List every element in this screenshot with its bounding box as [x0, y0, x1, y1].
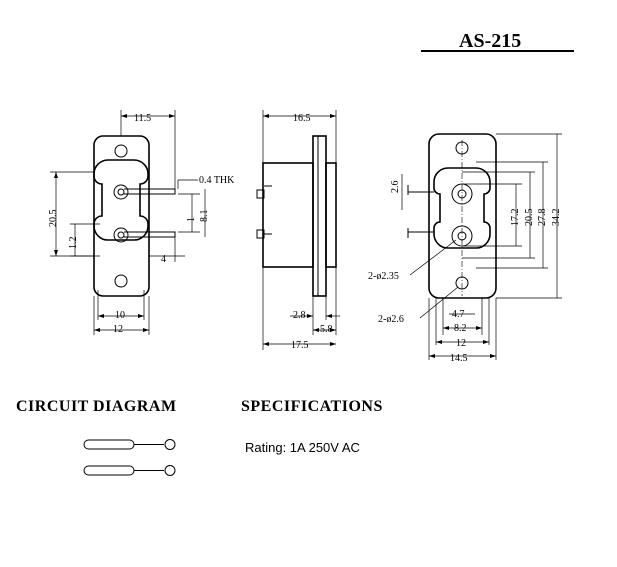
circuit-diagram	[83, 439, 176, 476]
model-underline	[421, 50, 574, 52]
circuit-contact-1	[164, 439, 176, 450]
front-pin-bottom	[113, 227, 129, 243]
circuit-diagram-heading: CIRCUIT DIAGRAM	[16, 398, 177, 415]
dim-rear-hole-a: 2-ø2.35	[368, 271, 399, 282]
front-flange-outline	[93, 135, 150, 297]
side-rear-boss	[325, 162, 337, 268]
dim-rear-w4: 14.5	[450, 353, 468, 364]
dim-side-top: 16.5	[293, 113, 311, 124]
dim-front-pin-span: 8.1	[199, 210, 210, 223]
rear-flange-outline	[428, 133, 497, 299]
side-flange	[312, 135, 327, 297]
dim-rear-hole-b: 2-ø2.6	[378, 314, 404, 325]
dim-side-flange: 2.8	[293, 310, 306, 321]
dim-front-bottom-inner: 10	[115, 310, 125, 321]
dim-rear-w3: 12	[456, 338, 466, 349]
side-body	[262, 162, 314, 268]
front-pin-top	[113, 184, 129, 200]
dim-front-inner: 1.2	[68, 237, 79, 250]
dim-rear-w2: 8.2	[454, 323, 467, 334]
front-socket-cavity	[93, 159, 149, 241]
front-terminal-bottom	[124, 231, 176, 238]
front-mount-hole-bottom	[114, 274, 128, 288]
dim-rear-h3: 27.8	[537, 209, 548, 227]
dim-front-height: 20.5	[48, 210, 59, 228]
rear-view: 2.6 17.2 20.5 27.8 34.2 2-ø2.35 2-ø2.6	[368, 133, 562, 364]
side-view: 16.5 2.8 5.8 17.5	[256, 110, 340, 351]
front-terminal-top	[124, 188, 176, 195]
front-view: 11.5 0.4 THK 20.5 1.2 1 8.1	[48, 110, 235, 335]
rating-text: Rating: 1A 250V AC	[245, 440, 360, 455]
dim-rear-pin-offset: 2.6	[390, 181, 401, 194]
dim-front-bottom-outer: 12	[113, 324, 123, 335]
circuit-contact-2	[164, 465, 176, 476]
dim-front-pin-gap: 1	[186, 217, 197, 222]
dim-rear-w1: 4.7	[452, 309, 465, 320]
dim-side-body: 5.8	[320, 324, 333, 335]
model-number: AS-215	[459, 30, 522, 52]
side-pin-top	[256, 189, 265, 199]
front-mount-hole-top	[114, 144, 128, 158]
dim-front-pin-length: 4	[161, 254, 166, 265]
dim-front-thickness: 0.4 THK	[199, 175, 235, 186]
dim-front-top: 11.5	[134, 113, 151, 124]
dim-side-overall: 17.5	[291, 340, 309, 351]
circuit-pin-1	[83, 439, 135, 450]
dim-rear-h4: 34.2	[551, 209, 562, 227]
circuit-pin-2	[83, 465, 135, 476]
rear-socket-body	[433, 167, 491, 249]
dim-rear-h1: 17.2	[510, 209, 521, 227]
dim-rear-h2: 20.5	[524, 209, 535, 227]
specifications-heading: SPECIFICATIONS	[241, 398, 383, 415]
